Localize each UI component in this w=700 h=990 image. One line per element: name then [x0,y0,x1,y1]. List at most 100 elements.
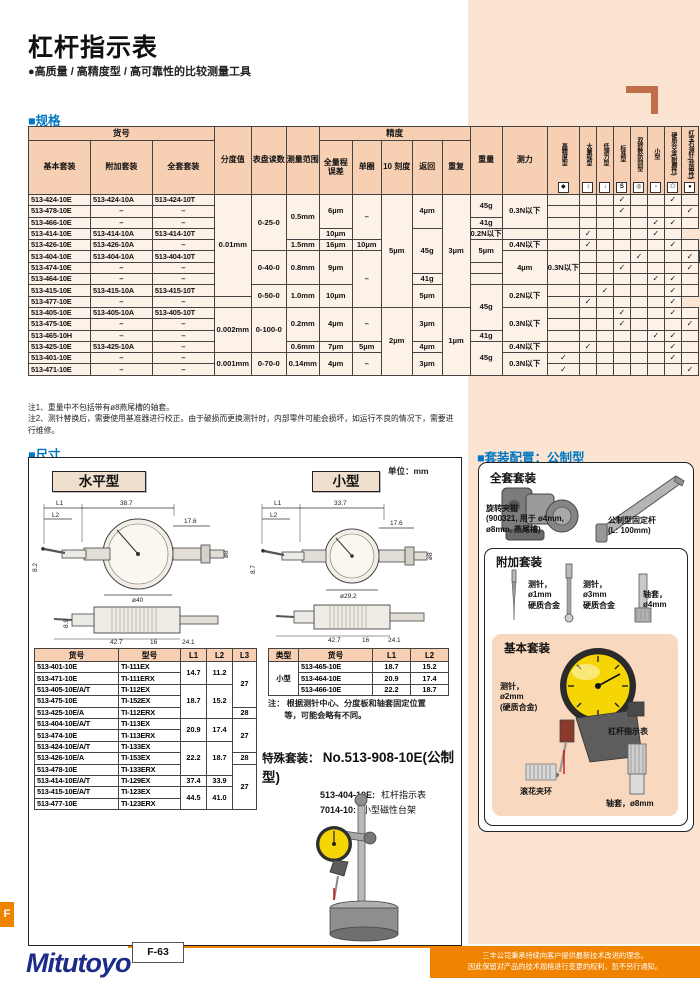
swivel-clamp-photo [501,487,579,541]
spec-notes: 注1、重量中不包括带有ø8燕尾槽的轴套。 注2、测针替换后，需要使用基准器进行校… [28,402,458,436]
magnetic-stand-photo [316,793,399,942]
feature-column-high-accuracy: 高精度型◆ [546,126,580,195]
standard-icon: S [616,182,628,193]
stylus-3mm-photo [564,563,574,623]
dim-height: 8.7 [250,565,257,574]
special-kit-block: 特殊套装： No.513-908-10E(公制型) 513-404-10E:杠杆… [262,746,457,816]
carbide-stylus-icon: ⬠ [667,182,679,193]
feature-column-wide-range: 大量程型↕ [578,126,597,195]
double-rev-icon: ◎ [633,182,645,193]
dim-height: 8.2 [32,563,39,572]
special-kit-item: 7014-10:小型磁性台架 [320,805,417,815]
stylus-1mm-caption: 测针， ø1mm 硬质合金 [528,580,560,610]
high-accuracy-icon: ◆ [557,182,569,193]
dim-bottom-2: 16 [362,637,370,644]
stylus-1mm-photo [511,569,517,621]
spec-note-2: 注2、测针替换后，需要使用基准器进行校正。由于破损而更换测针时，内部零件可能会损… [28,414,454,435]
page-title: 杠杆指示表 [28,34,159,62]
footer-disclaimer: 三丰公司秉承持续向客户提供最新技术改进的理念。 因此保留对产品的技术规格进行变更… [430,946,700,978]
kit-section-heading: ■套装配置：公制型 [477,451,585,465]
horizontal-type-drawing: L1 38.7 L2 17.6 ø8 8.2 ø40 8.9 42.7 16 2… [32,500,230,644]
section-tab: F [0,902,14,927]
ruby-stylus-icon: ● [684,182,696,193]
stylus-3mm-caption: 测针， ø3mm 硬质合金 [583,580,615,610]
dim-bottom-2: 16 [150,639,158,644]
footer-rule [128,946,700,948]
dim-stem-diameter: ø8 [427,552,434,560]
dim-dial-diameter: ø40 [132,597,144,604]
feature-column-carbide-stylus: 硬质合金(耐磨性)⬠ [663,126,682,195]
spec-table-row: 513-465-10H––41g✓✓ [28,329,700,342]
knurled-ring-caption: 滚花夹环 [520,787,552,796]
small-type-label: 小型 [312,471,380,492]
dim-l1: L1 [274,500,282,507]
dim-bottom-1: 42.7 [328,637,341,644]
dim-stem: 17.6 [184,518,197,525]
dim-l1: L1 [56,500,64,507]
spec-table-row: 513-475-10E––✓✓ [28,318,700,331]
unit-note: 单位：mm [388,466,429,476]
horizontal-type-label: 水平型 [52,471,146,492]
spec-table-row: 513-477-10E––✓✓ [28,295,700,308]
knurled-ring-photo [525,763,557,781]
corner-bracket-decoration [626,86,658,93]
dim-note-line1: 注： 根据测针中心、分度板和轴套固定位置 [268,699,426,708]
spec-table-row: 513-464-10E––41g✓✓ [28,273,700,286]
basic-kit-label: 基本套装 [504,643,550,655]
spec-table-row: 513-478-10E––✓✓ [28,205,700,218]
page-number: F-63 [132,942,184,963]
fixing-rod-caption: 公制型固定杆 (L: 100mm) [608,516,656,536]
fixing-rod-photo [595,475,685,543]
additional-kit-label: 附加套装 [496,557,542,569]
spec-table-row: 513-471-10E––✓✓ [28,363,700,376]
wide-range-icon: ↕ [582,182,594,193]
dim-stem-diameter: ø8 [223,550,230,558]
feature-column-compact: 小型▫ [646,126,665,195]
compact-icon: ▫ [650,182,662,193]
swivel-clamp-caption: 旋转夹钳 (900321, 用于 ø4mm, ø8mm, 燕尾槽) [486,504,564,534]
dim-bottom-1: 42.7 [110,639,123,644]
page-subtitle: ●高质量 / 高精度型 / 高可靠性的比较测量工具 [28,66,251,78]
dim-note: 注： 根据测针中心、分度板和轴套固定位置 等，可能会略有不同。 [268,698,453,723]
special-kit-item: 513-404-10E:杠杆指示表 [320,790,427,800]
basic-stylus-caption: 测针， ø2mm (硬质合金) [500,682,538,712]
small-type-drawing: L1 33.7 L2 17.6 ø8 8.7 ø29.2 42.7 16 24.… [250,500,434,644]
dim-l2: L2 [52,512,60,519]
corner-bracket-decoration [651,86,658,114]
dim-dial-diameter: ø29.2 [340,593,357,600]
dim-bottom-3: 24.1 [182,639,195,644]
special-kit-label: 特殊套装： [262,753,320,765]
special-kit-number: No.513-908-10E(公制型) [262,750,455,785]
spec-table-row: 513-466-10E––41g✓✓ [28,216,700,229]
dim-bottom-3: 24.1 [388,637,401,644]
sleeve-8mm-caption: 轴套，ø8mm [606,799,654,808]
spec-section-heading: ■规格 [28,114,61,128]
feature-column-low-force: 低测力型↓ [595,126,614,195]
feature-column-double-rev: 双转数防回型◎ [629,126,648,195]
dim-l2: L2 [270,512,278,519]
dim-total: 33.7 [334,500,347,507]
